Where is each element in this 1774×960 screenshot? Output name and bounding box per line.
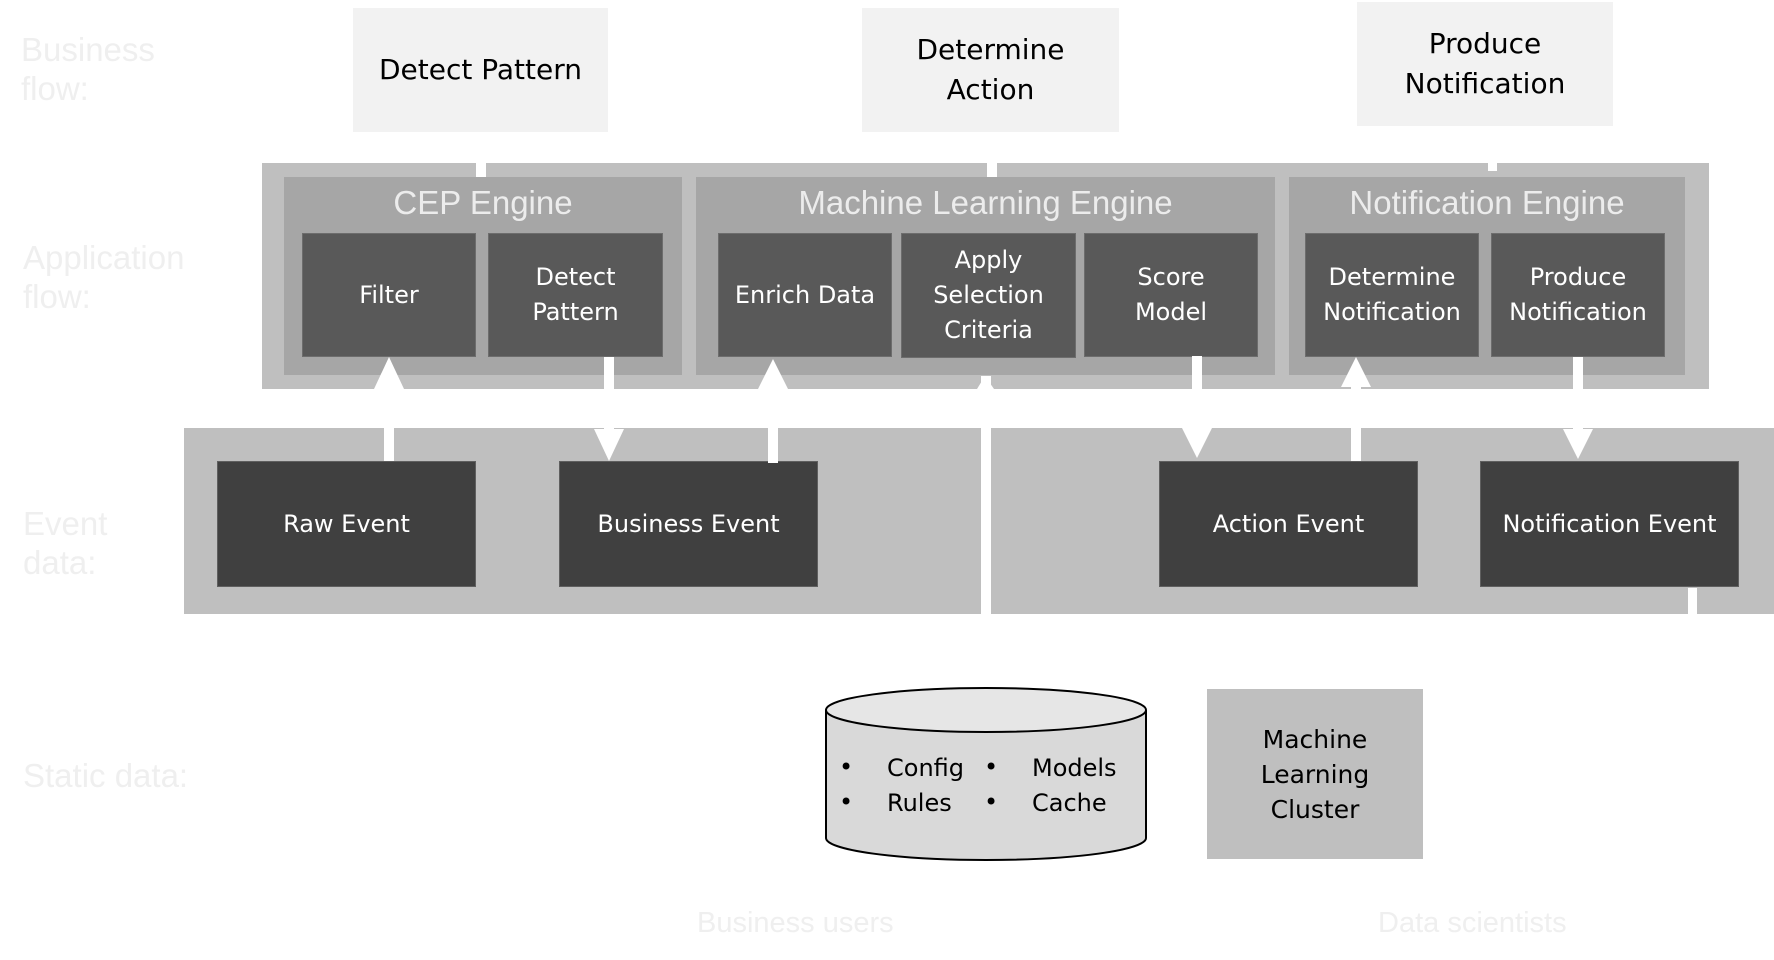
step-apply-selection-criteria[interactable]: Apply Selection Criteria <box>901 233 1076 358</box>
event-notification[interactable]: Notification Event <box>1480 461 1739 587</box>
arrow-down-action-icon <box>1182 428 1212 458</box>
line-raw-to-filter <box>384 378 394 461</box>
actor-business-users: Business users <box>697 907 894 939</box>
line-detect-to-business <box>604 357 614 437</box>
event-raw[interactable]: Raw Event <box>217 461 476 587</box>
row-label-static-data: Static data: <box>23 757 189 794</box>
row-label-event-data: Event data: <box>23 505 108 581</box>
datastore-bullet-2: • <box>839 788 853 816</box>
step-determine-notification[interactable]: Determine Notification <box>1305 233 1479 357</box>
arrow-up-filter-icon <box>374 357 404 389</box>
ml-engine-title: Machine Learning Engine <box>798 184 1173 221</box>
ml-cluster[interactable]: Machine Learning Cluster <box>1207 689 1423 859</box>
cep-engine-title: CEP Engine <box>393 184 573 221</box>
line-business-to-enrich <box>768 378 778 463</box>
step-produce-notification[interactable]: Produce Notification <box>1491 233 1665 357</box>
step-enrich-data[interactable]: Enrich Data <box>718 233 892 357</box>
arrow-up-determine-notification-icon <box>1341 357 1371 387</box>
business-step-detect-pattern[interactable]: Detect Pattern <box>353 8 608 132</box>
event-business[interactable]: Business Event <box>559 461 818 587</box>
business-step-produce-notification[interactable]: Produce Notification <box>1357 2 1613 126</box>
business-step-determine-action[interactable]: Determine Action <box>862 8 1119 132</box>
datastore-bullet-1: • <box>839 753 853 781</box>
line-action-to-determine <box>1351 380 1361 461</box>
divider-event-bands <box>981 376 991 614</box>
event-action[interactable]: Action Event <box>1159 461 1418 587</box>
datastore-item-cache: Cache <box>1032 789 1107 817</box>
step-filter[interactable]: Filter <box>302 233 476 357</box>
arrow-down-business-icon <box>594 429 624 461</box>
line-score-to-action <box>1192 356 1202 431</box>
datastore-bullet-4: • <box>984 788 998 816</box>
datastore-cylinder-icon <box>825 687 1147 861</box>
row-label-business-flow: Business flow: <box>21 31 155 107</box>
arrow-up-apply-icon <box>977 376 994 389</box>
step-score-model[interactable]: Score Model <box>1084 233 1258 357</box>
line-produce-to-notification <box>1573 357 1583 432</box>
connector-determine-action <box>987 132 997 177</box>
step-detect-pattern[interactable]: Detect Pattern <box>488 233 663 357</box>
connector-detect-pattern <box>476 132 486 177</box>
datastore-item-config: Config <box>887 754 964 782</box>
row-label-application-flow: Application flow: <box>23 239 185 315</box>
arrow-down-notification-event-icon <box>1563 429 1593 459</box>
datastore-bullet-3: • <box>984 753 998 781</box>
datastore-item-rules: Rules <box>887 789 952 817</box>
connector-produce-notification <box>1488 126 1497 171</box>
datastore-item-models: Models <box>1032 754 1117 782</box>
arrow-up-enrich-icon <box>758 359 788 389</box>
notification-engine-title: Notification Engine <box>1349 184 1625 221</box>
line-notification-event-out <box>1688 588 1697 614</box>
actor-data-scientists: Data scientists <box>1378 907 1567 939</box>
